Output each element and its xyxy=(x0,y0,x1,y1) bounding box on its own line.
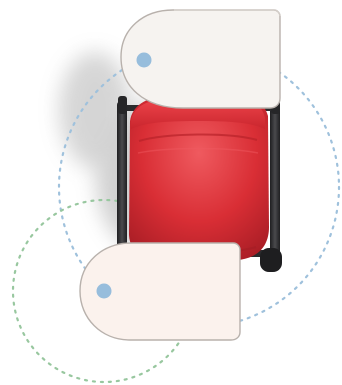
lower-tablet-surface xyxy=(79,242,241,341)
upper-tablet-surface xyxy=(120,9,281,109)
red-seat xyxy=(129,95,269,261)
lower-pivot-dot xyxy=(96,283,112,299)
upper-pivot-dot xyxy=(136,52,152,68)
upper-swing-path xyxy=(57,45,341,329)
